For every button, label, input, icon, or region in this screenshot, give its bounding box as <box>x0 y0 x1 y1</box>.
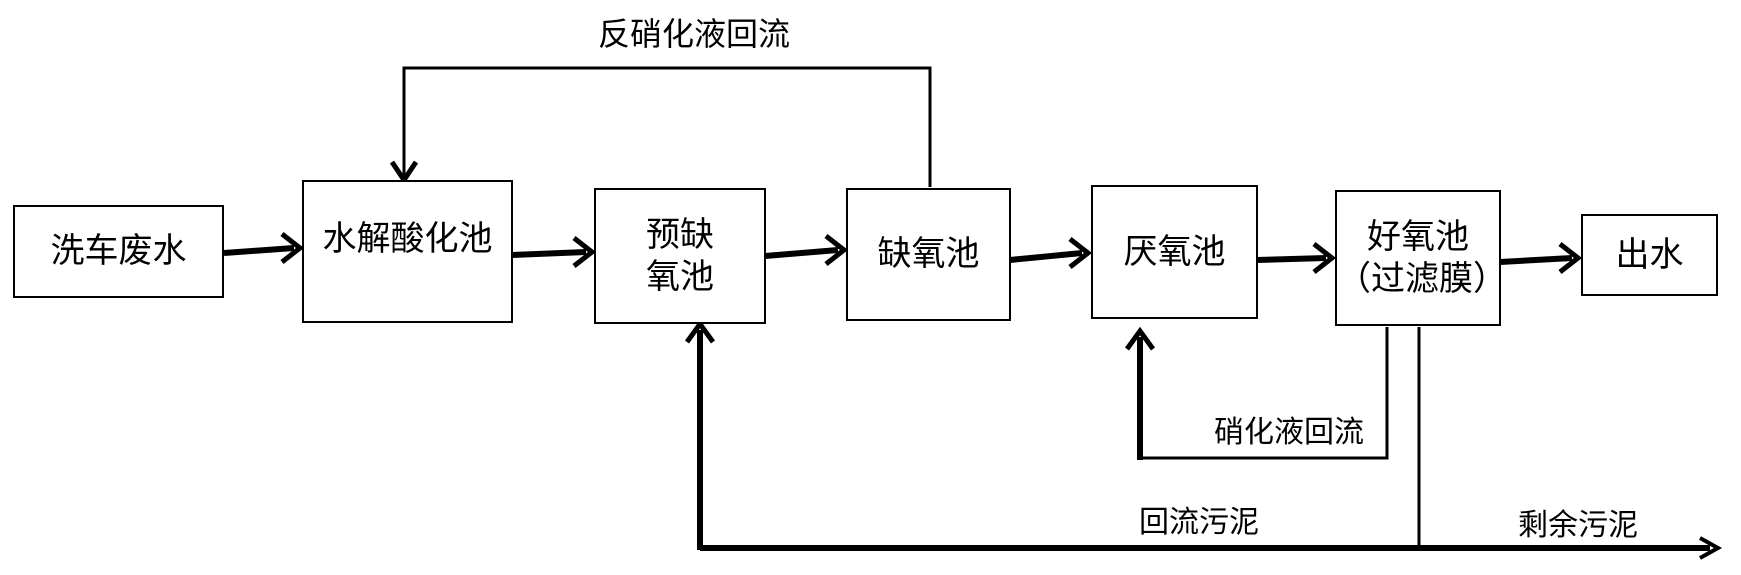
arrowhead-anaerobic <box>1068 237 1093 269</box>
node-aerobic-tank-membrane: 好氧池 （过滤膜） <box>1335 190 1507 326</box>
arrow-anoxic-to-anaerobic <box>1009 250 1083 263</box>
node-car-wash-wastewater: 洗车废水 <box>13 205 224 298</box>
arrowhead-hydrolysis <box>280 232 305 264</box>
node-anaerobic-tank: 厌氧池 <box>1091 185 1258 319</box>
arrow-aerobic-to-effluent <box>1499 255 1573 265</box>
label-excess-sludge: 剩余污泥 <box>1518 508 1638 543</box>
node-anoxic-tank: 缺氧池 <box>846 188 1011 321</box>
node-hydrolysis-label: 水解酸化池 <box>322 219 493 259</box>
main-flow-arrows <box>223 232 1583 274</box>
node-anoxic-label: 缺氧池 <box>877 234 980 275</box>
label-nitrification-return: 硝化液回流 <box>1214 415 1364 450</box>
node-pre-anoxic-tank: 预缺 氧池 <box>594 188 766 324</box>
arrowhead-anoxic <box>824 234 849 266</box>
label-denitrification-return: 反硝化液回流 <box>598 15 791 53</box>
arrowhead-effluent <box>1558 242 1583 274</box>
arrow-preanoxic-to-anoxic <box>764 247 839 259</box>
arrowhead-preanoxic <box>572 236 597 268</box>
node-anaerobic-label: 厌氧池 <box>1123 231 1226 272</box>
node-aerobic-label: 好氧池 （过滤膜） <box>1337 216 1507 300</box>
arrowhead-excess-sludge <box>1699 536 1723 560</box>
nitrification-return-loop <box>1124 326 1389 460</box>
node-car-wash-wastewater-label: 洗车废水 <box>50 231 187 272</box>
arrowhead-aerobic <box>1312 242 1337 274</box>
node-effluent-label: 出水 <box>1615 234 1684 275</box>
arrow-wastewater-to-hydrolysis <box>223 245 295 256</box>
node-hydrolysis-acidification-tank: 水解酸化池 <box>302 180 513 323</box>
label-return-sludge: 回流污泥 <box>1139 505 1259 540</box>
denitrification-return-loop <box>389 66 932 187</box>
arrow-anaerobic-to-aerobic <box>1255 255 1327 263</box>
node-effluent: 出水 <box>1581 214 1718 296</box>
sludge-lines <box>684 319 1723 560</box>
arrow-hydrolysis-to-preanoxic <box>511 249 587 258</box>
node-pre-anoxic-label: 预缺 氧池 <box>646 214 714 298</box>
